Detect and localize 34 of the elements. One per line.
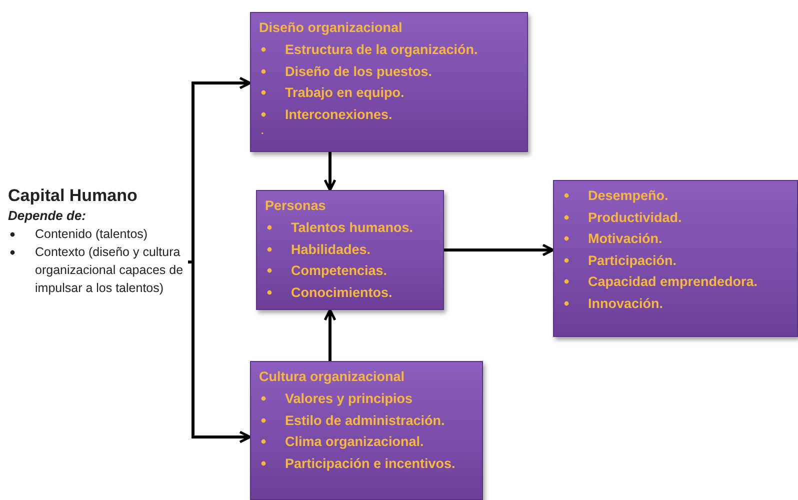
bullet-item: Estructura de la organización.: [285, 42, 478, 57]
arrow: [324, 308, 336, 361]
process-box: [256, 190, 444, 310]
arrow: [188, 260, 252, 444]
heading: Capital Humano: [8, 185, 138, 207]
bullet-item: Diseño de los puestos.: [285, 64, 432, 78]
stray-dot: .: [260, 125, 265, 139]
box-heading: Diseño organizacional: [259, 19, 404, 37]
bullet-item: Talentos humanos.: [291, 220, 414, 235]
bullet-item: Contexto (diseño y cultura organizacional capaces de impulsar a los talentos): [35, 245, 184, 295]
bullet-item: Clima organizacional.: [285, 434, 424, 449]
process-box: [553, 180, 798, 337]
process-box: [250, 12, 528, 152]
bullet-item: Competencias.: [291, 263, 388, 278]
bullet-item: Habilidades.: [291, 242, 371, 256]
process-box: [250, 361, 483, 500]
bullet-item: Motivación.: [588, 231, 662, 246]
bullet-item: Estilo de administración.: [285, 412, 445, 428]
bullet-item: Innovación.: [588, 296, 664, 310]
bullet-item: Interconexiones.: [285, 106, 392, 122]
bullet-item: Participación e incentivos.: [285, 456, 456, 470]
bullet-item: Participación.: [588, 252, 677, 268]
bullet-item: Valores y principios: [285, 391, 413, 406]
bullet-item: Capacidad emprendedora.: [588, 274, 758, 289]
subheading: Depende de:: [8, 207, 88, 225]
arrow: [444, 244, 554, 256]
bullet-item: Productividad.: [588, 210, 682, 224]
arrow: [324, 152, 336, 192]
bullet-item: Conocimientos.: [291, 284, 392, 300]
bullet-item: Desempeño.: [588, 188, 668, 203]
bullet-item: Contenido (talentos): [35, 227, 148, 241]
box-heading: Cultura organizacional: [259, 368, 406, 386]
bullet-item: Trabajo en equipo.: [285, 85, 404, 100]
box-heading: Personas: [265, 197, 327, 215]
